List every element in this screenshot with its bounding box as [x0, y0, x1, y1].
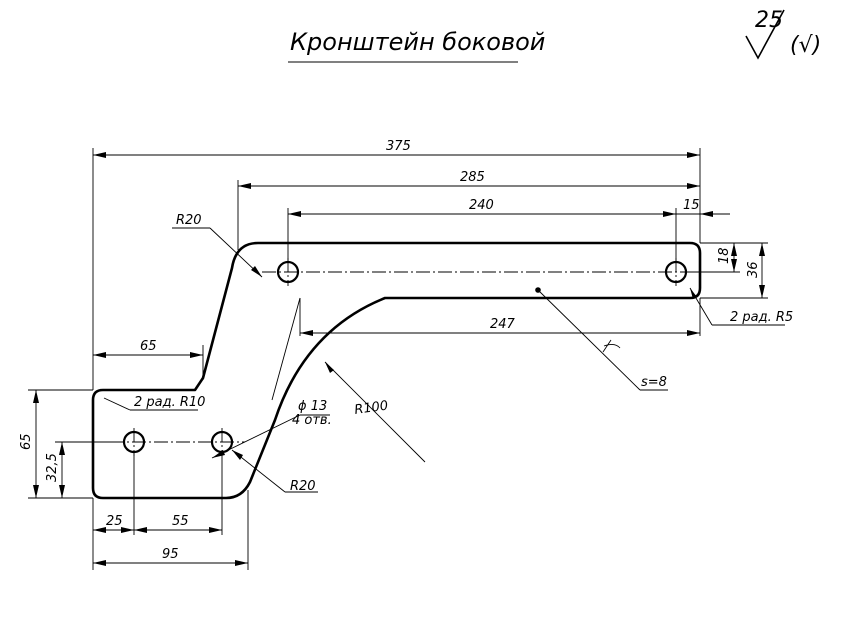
dim-lower-edge: 247 — [490, 317, 516, 332]
dim-hole-height: 32,5 — [45, 453, 60, 482]
dim-hole-offset-top: 18 — [717, 247, 732, 264]
dim-base-width: 95 — [162, 547, 179, 562]
callout-thickness: s=8 — [641, 375, 667, 390]
callout-r20-top: R20 — [176, 213, 202, 228]
dimension-lines — [35, 154, 763, 564]
callout-hole-diameter: ϕ 13 — [298, 399, 327, 414]
part-outline — [91, 241, 702, 500]
dim-step-width: 65 — [140, 339, 157, 354]
dim-arm-width: 36 — [746, 261, 761, 278]
dim-hole-left-offset: 25 — [106, 514, 123, 529]
drawing-title: Кронштейн боковой — [290, 28, 545, 56]
callout-r5: 2 рад. R5 — [730, 310, 793, 325]
dim-height-total: 65 — [19, 433, 34, 450]
leader-lines — [103, 227, 785, 493]
callout-r20-bottom: R20 — [290, 479, 316, 494]
dim-end-offset: 15 — [683, 198, 700, 213]
dim-hole-spacing-bottom: 55 — [172, 514, 189, 529]
roughness-symbol: 25 (√) — [745, 8, 821, 60]
dim-overall-length: 375 — [386, 139, 411, 154]
dim-hole-spacing-top: 240 — [469, 198, 494, 213]
callout-r100: R100 — [353, 398, 389, 418]
dim-arm-length: 285 — [460, 170, 485, 185]
callout-hole-count: 4 отв. — [292, 413, 332, 428]
section-mark — [602, 339, 621, 353]
roughness-general-mark: (√) — [790, 33, 821, 58]
extension-lines — [28, 148, 768, 570]
callout-r10: 2 рад. R10 — [134, 395, 205, 410]
arrowheads — [33, 152, 765, 566]
